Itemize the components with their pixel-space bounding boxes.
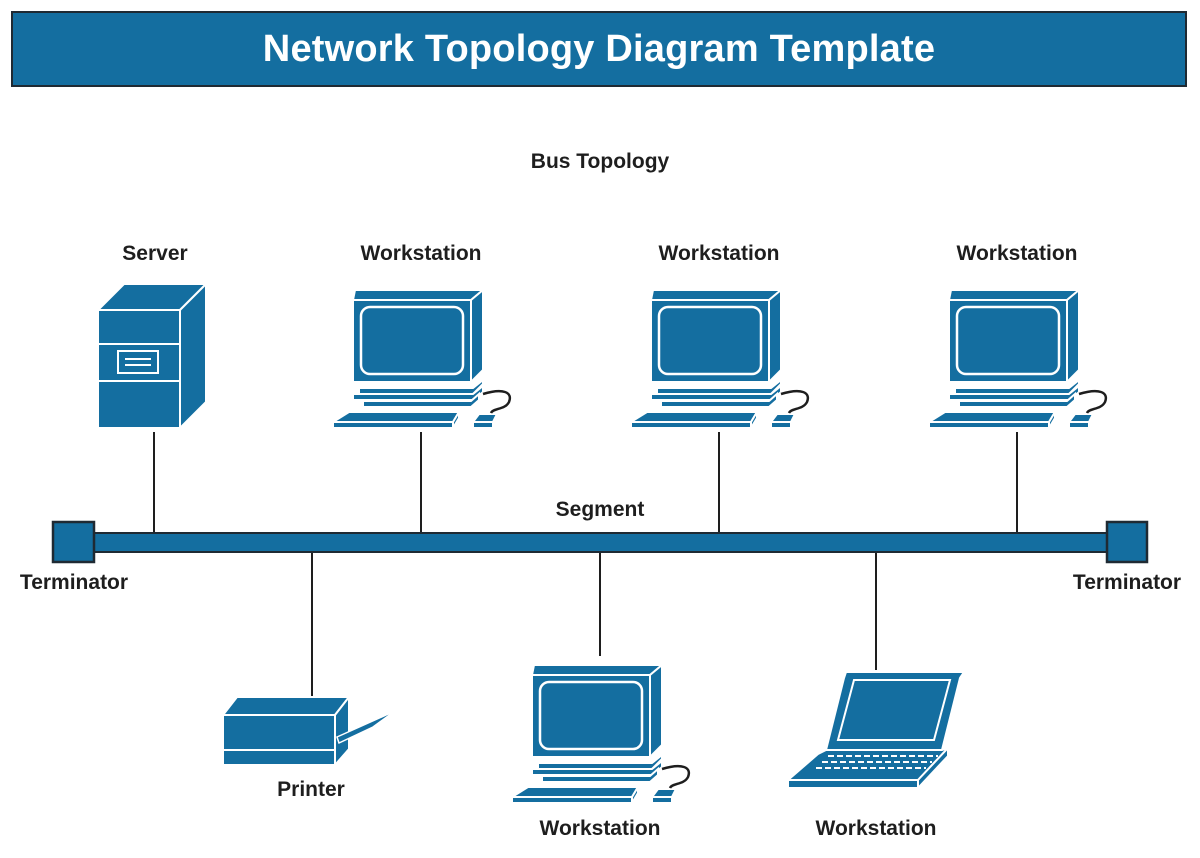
server-icon xyxy=(95,281,209,431)
terminator-right xyxy=(1105,520,1149,564)
segment-label: Segment xyxy=(555,498,645,521)
label-server: Server xyxy=(122,242,188,265)
terminator-left xyxy=(51,520,96,564)
label-printer: Printer xyxy=(277,778,345,801)
bus-segment xyxy=(91,532,1111,553)
workstation-icon-3 xyxy=(927,288,1108,430)
diagram-title: Network Topology Diagram Template xyxy=(262,27,936,70)
drop-cables xyxy=(153,432,1018,697)
label-laptop-workstation: Workstation xyxy=(815,817,937,840)
workstation-icon-4 xyxy=(510,663,691,805)
label-workstation-3: Workstation xyxy=(956,242,1078,265)
label-terminator-right: Terminator xyxy=(1072,571,1182,594)
label-terminator-left: Terminator xyxy=(19,571,129,594)
workstation-icon-1 xyxy=(331,288,512,430)
subtitle-label: Bus Topology xyxy=(530,150,670,173)
label-workstation-4: Workstation xyxy=(539,817,661,840)
title-banner: Network Topology Diagram Template xyxy=(11,11,1187,87)
workstation-icon-2 xyxy=(629,288,810,430)
printer-icon xyxy=(220,694,396,768)
laptop-icon xyxy=(785,671,966,791)
label-workstation-1: Workstation xyxy=(360,242,482,265)
label-workstation-2: Workstation xyxy=(658,242,780,265)
